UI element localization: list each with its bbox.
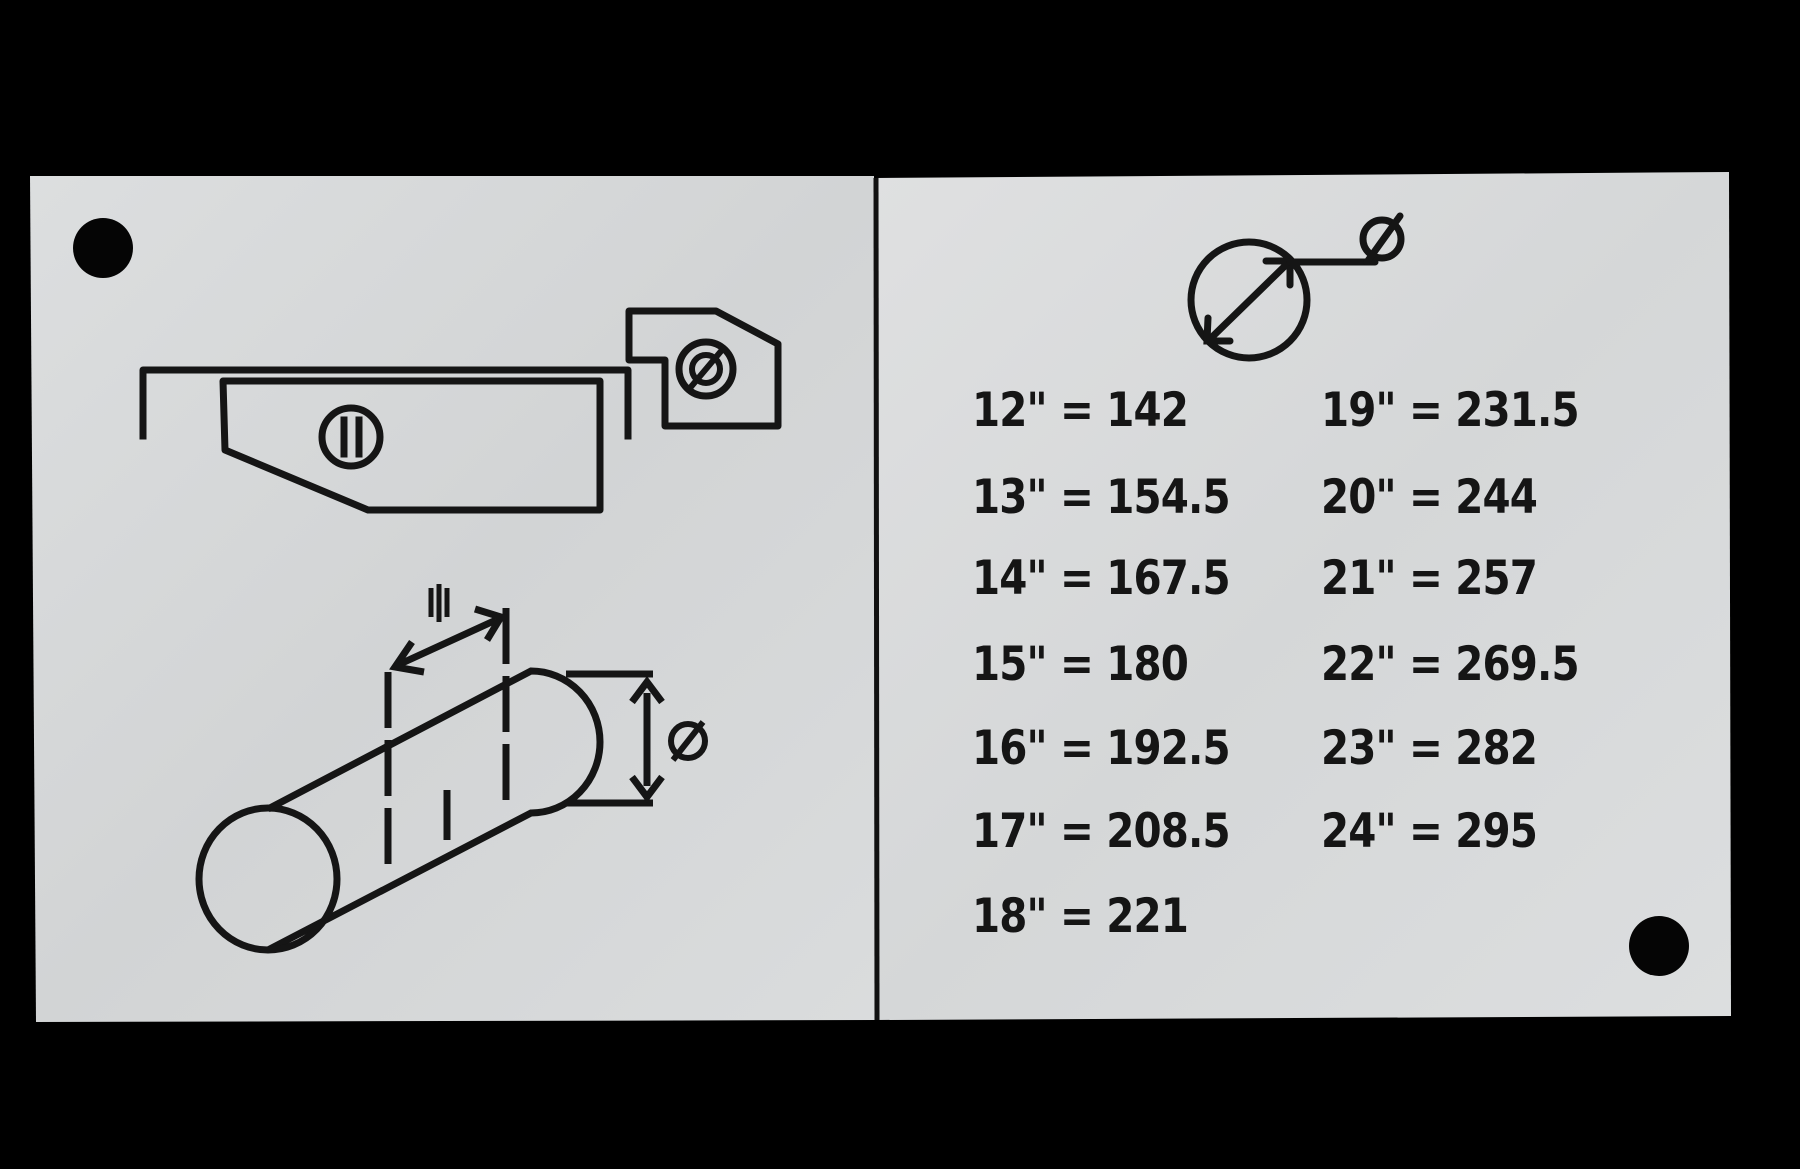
equals-sign: = bbox=[1059, 383, 1094, 438]
value-label: 244 bbox=[1455, 470, 1538, 525]
value-label: 231.5 bbox=[1455, 383, 1579, 438]
conversion-entry: 23" = 282 bbox=[1321, 725, 1538, 772]
mounting-hole-bottom-right bbox=[1629, 916, 1689, 976]
equals-sign: = bbox=[1059, 889, 1094, 944]
equals-sign: = bbox=[1408, 721, 1443, 776]
value-label: 282 bbox=[1455, 721, 1538, 776]
conversion-entry: 14" = 167.5 bbox=[972, 555, 1231, 602]
plate-seam bbox=[873, 177, 880, 1021]
equals-sign: = bbox=[1408, 551, 1443, 606]
equals-sign: = bbox=[1408, 804, 1443, 859]
size-label: 15" bbox=[972, 637, 1048, 692]
size-label: 22" bbox=[1321, 637, 1397, 692]
conversion-entry: 20" = 244 bbox=[1321, 474, 1538, 521]
size-label: 18" bbox=[972, 889, 1048, 944]
size-label: 17" bbox=[972, 804, 1048, 859]
diameter-circle-arrow-icon bbox=[1187, 212, 1405, 362]
equals-sign: = bbox=[1408, 383, 1443, 438]
conversion-entry: 24" = 295 bbox=[1321, 808, 1538, 855]
value-label: 208.5 bbox=[1106, 804, 1230, 859]
conversion-entry: 17" = 208.5 bbox=[972, 808, 1231, 855]
equals-sign: = bbox=[1059, 470, 1094, 525]
size-label: 23" bbox=[1321, 721, 1397, 776]
conversion-entry: 12" = 142 bbox=[972, 387, 1189, 434]
size-label: 14" bbox=[972, 551, 1048, 606]
size-label: 21" bbox=[1321, 551, 1397, 606]
conversion-entry: 18" = 221 bbox=[972, 893, 1189, 940]
right-plate bbox=[876, 172, 1731, 1020]
size-label: 12" bbox=[972, 383, 1048, 438]
conversion-entry: 19" = 231.5 bbox=[1321, 387, 1580, 434]
value-label: 269.5 bbox=[1455, 637, 1579, 692]
size-label: 16" bbox=[972, 721, 1048, 776]
mounting-hole-top-left bbox=[73, 218, 133, 278]
size-label: 13" bbox=[972, 470, 1048, 525]
conversion-entry: 16" = 192.5 bbox=[972, 725, 1231, 772]
value-label: 180 bbox=[1106, 637, 1189, 692]
conversion-entry: 15" = 180 bbox=[972, 641, 1189, 688]
value-label: 154.5 bbox=[1106, 470, 1230, 525]
cylinder-measurement-diagram-icon bbox=[195, 584, 665, 954]
size-label: 19" bbox=[1321, 383, 1397, 438]
size-label: 20" bbox=[1321, 470, 1397, 525]
equals-sign: = bbox=[1059, 721, 1094, 776]
value-label: 295 bbox=[1455, 804, 1538, 859]
conversion-entry: 13" = 154.5 bbox=[972, 474, 1231, 521]
equals-sign: = bbox=[1059, 551, 1094, 606]
conversion-entry: 21" = 257 bbox=[1321, 555, 1538, 602]
value-label: 257 bbox=[1455, 551, 1538, 606]
size-label: 24" bbox=[1321, 804, 1397, 859]
equals-sign: = bbox=[1059, 804, 1094, 859]
value-label: 192.5 bbox=[1106, 721, 1230, 776]
diameter-symbol-icon bbox=[668, 720, 708, 762]
tool-holder-diagram-icon bbox=[139, 307, 782, 514]
equals-sign: = bbox=[1408, 470, 1443, 525]
left-plate bbox=[30, 176, 876, 1022]
equals-sign: = bbox=[1408, 637, 1443, 692]
equals-sign: = bbox=[1059, 637, 1094, 692]
conversion-entry: 22" = 269.5 bbox=[1321, 641, 1580, 688]
value-label: 221 bbox=[1106, 889, 1189, 944]
value-label: 142 bbox=[1106, 383, 1189, 438]
value-label: 167.5 bbox=[1106, 551, 1230, 606]
